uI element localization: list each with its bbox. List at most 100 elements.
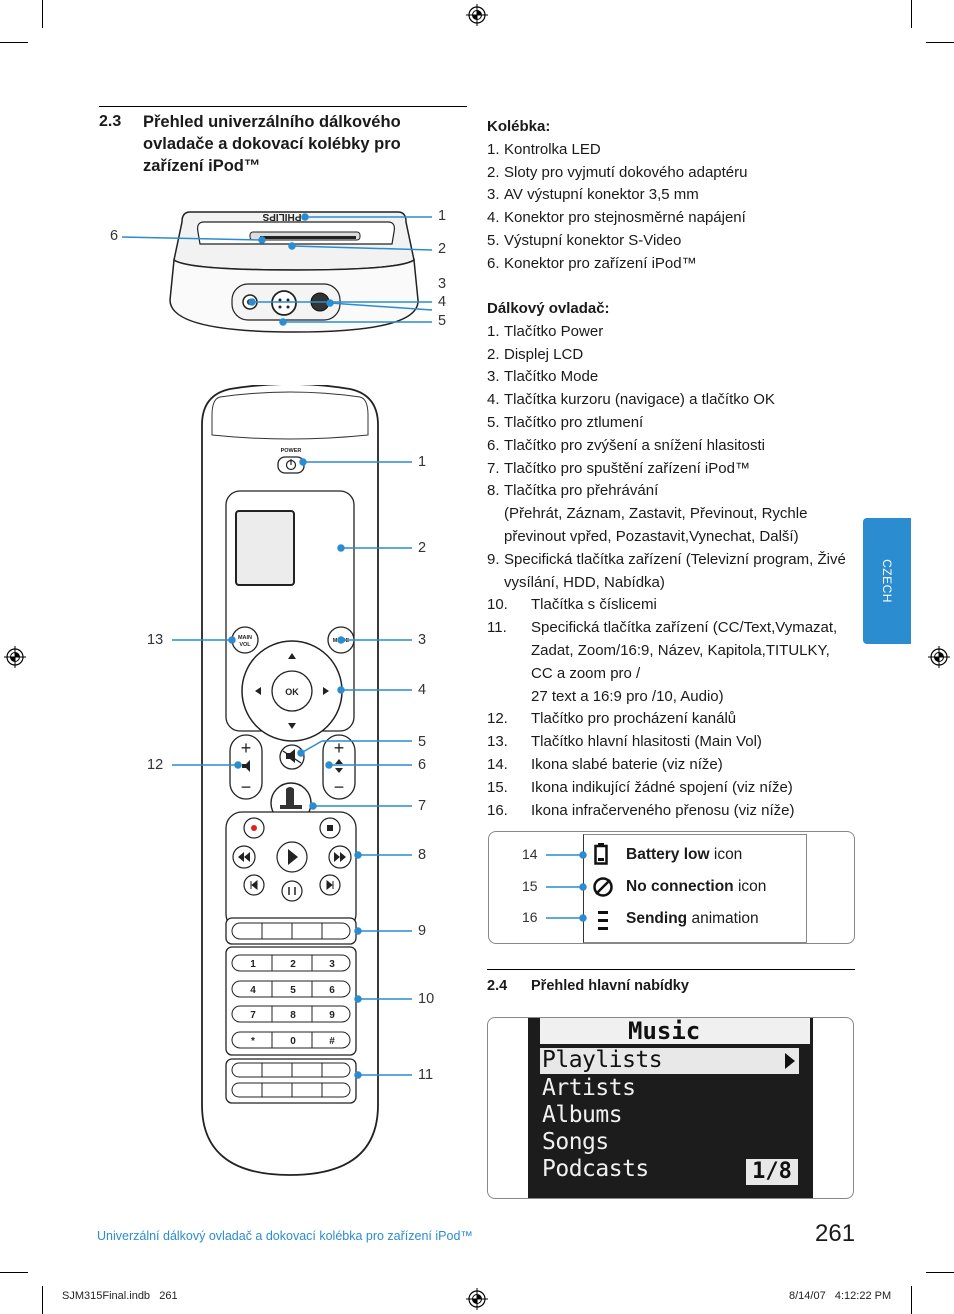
- callout-number: 1: [438, 208, 447, 224]
- key-star: *: [251, 1036, 255, 1047]
- menu-page-indicator: 1/8: [746, 1159, 798, 1185]
- status-icons-panel: [488, 831, 855, 944]
- callout-number: 1: [418, 454, 427, 470]
- key-hash: #: [329, 1036, 335, 1047]
- callout-number: 4: [438, 294, 447, 310]
- crop-mark: [911, 0, 912, 28]
- print-slug-file: SJM315Final.indb 261: [62, 1290, 178, 1302]
- power-label: POWER: [281, 448, 302, 454]
- list-item: 7.Tlačítko pro spuštění zařízení iPod™: [487, 459, 750, 477]
- menu-item-songs: Songs: [542, 1129, 609, 1155]
- menu-item-podcasts: Podcasts: [542, 1156, 649, 1182]
- callout-number: 16: [522, 909, 538, 925]
- registration-mark-icon: [4, 646, 26, 668]
- list-item: 13.Tlačítko hlavní hlasitosti (Main Vol): [487, 733, 762, 751]
- key-6: 6: [329, 985, 335, 996]
- menu-item-artists: Artists: [542, 1075, 636, 1101]
- list-item: 6.Konektor pro zařízení iPod™: [487, 254, 697, 272]
- print-slug-date: 8/14/07 4:12:22 PM: [789, 1290, 892, 1302]
- remote-parts-list: Dálkový ovladač: 1.Tlačítko Power 2.Disp…: [487, 298, 852, 822]
- icon-label: No connection icon: [626, 878, 767, 895]
- key-2: 2: [290, 959, 296, 970]
- svg-text:−: −: [241, 777, 252, 797]
- registration-mark-icon: [928, 646, 950, 668]
- svg-text:+: +: [334, 738, 345, 758]
- subsection-rule: [487, 969, 855, 970]
- list-item: převinout vpřed, Pozastavit,Vynechat, Da…: [504, 527, 799, 545]
- list-item: vysílání, HDD, Nabídka): [504, 573, 665, 591]
- battery-low-icon: [594, 843, 608, 865]
- chevron-right-icon: [785, 1053, 795, 1069]
- callout-number: 11: [418, 1067, 434, 1083]
- registration-mark-icon: [466, 1288, 488, 1310]
- svg-text:−: −: [334, 777, 345, 797]
- section-number: 2.3: [99, 113, 122, 130]
- remote-illustration: POWER MAIN VOL MODE OK + − + − 1 2 3 4 5…: [201, 385, 379, 1176]
- callout-number: 3: [438, 276, 447, 292]
- cradle-illustration: PHILIPS: [169, 211, 419, 333]
- menu-title: Music: [540, 1018, 810, 1044]
- list-item: 2.Sloty pro vyjmutí dokového adaptéru: [487, 163, 748, 181]
- list-item: 5.Tlačítko pro ztlumení: [487, 413, 644, 431]
- list-item: 2.Displej LCD: [487, 345, 584, 363]
- key-7: 7: [250, 1010, 256, 1021]
- crop-mark: [0, 42, 28, 43]
- language-tab: CZECH: [863, 518, 911, 644]
- svg-text:MAIN: MAIN: [238, 635, 252, 641]
- callout-number: 14: [522, 846, 538, 862]
- menu-selection-highlight: [540, 1048, 799, 1074]
- crop-mark: [926, 1272, 954, 1273]
- icon-label: Sending animation: [626, 910, 759, 927]
- no-connection-icon: [593, 877, 613, 897]
- list-item: 9.Specifická tlačítka zařízení (Televizn…: [487, 550, 846, 568]
- cradle-list-heading: Kolébka:: [487, 118, 551, 135]
- status-icons-display: [583, 834, 807, 943]
- icon-label: Battery low icon: [626, 846, 743, 863]
- page-number: 261: [815, 1220, 856, 1247]
- list-item: 11.Specifická tlačítka zařízení (CC/Text…: [487, 619, 838, 637]
- callout-number: 5: [418, 734, 427, 750]
- list-item: 4.Tlačítka kurzoru (navigace) a tlačítko…: [487, 391, 775, 409]
- callout-number: 8: [418, 847, 427, 863]
- list-item: 1.Kontrolka LED: [487, 140, 601, 158]
- main-menu-panel: [487, 1017, 854, 1199]
- list-item: 4.Konektor pro stejnosměrné napájení: [487, 209, 746, 227]
- callout-number: 6: [110, 228, 119, 244]
- callout-number: 10: [418, 991, 435, 1007]
- menu-item-albums: Albums: [542, 1102, 623, 1128]
- list-item: 5.Výstupní konektor S-Video: [487, 231, 682, 249]
- cradle-brand: PHILIPS: [262, 211, 301, 222]
- list-item: 8.Tlačítka pro přehrávání: [487, 482, 659, 500]
- list-item: Zadat, Zoom/16:9, Název, Kapitola,TITULK…: [531, 641, 830, 659]
- list-item: 10.Tlačítka s číslicemi: [487, 596, 657, 614]
- key-5: 5: [290, 985, 296, 996]
- list-item: CC a zoom pro /: [531, 664, 641, 682]
- list-item: 3.AV výstupní konektor 3,5 mm: [487, 186, 699, 204]
- callout-number: 5: [438, 313, 447, 329]
- crop-mark: [0, 1272, 28, 1273]
- callout-number: 15: [522, 878, 538, 894]
- list-item: 15.Ikona indikující žádné spojení (viz n…: [487, 778, 793, 796]
- key-9: 9: [329, 1010, 335, 1021]
- registration-mark-icon: [466, 4, 488, 26]
- callout-number: 4: [418, 682, 427, 698]
- crop-mark: [926, 42, 954, 43]
- sending-icon: [598, 911, 608, 930]
- key-4: 4: [250, 985, 256, 996]
- callout-number: 2: [438, 241, 447, 257]
- crop-mark: [911, 1286, 912, 1314]
- callout-number: 2: [418, 540, 427, 556]
- remote-list-heading: Dálkový ovladač:: [487, 300, 610, 317]
- list-item: 6.Tlačítko pro zvýšení a snížení hlasito…: [487, 436, 765, 454]
- svg-text:VOL: VOL: [239, 642, 251, 648]
- key-3: 3: [329, 959, 335, 970]
- section-rule: [99, 106, 467, 107]
- svg-text:+: +: [241, 738, 252, 758]
- list-item: 14.Ikona slabé baterie (viz níže): [487, 755, 723, 773]
- callout-number: 13: [147, 632, 164, 648]
- list-item: 16.Ikona infračerveného přenosu (viz níž…: [487, 801, 795, 819]
- list-item: 12.Tlačítko pro procházení kanálů: [487, 710, 737, 728]
- callout-number: 12: [147, 757, 164, 773]
- list-item: (Přehrát, Záznam, Zastavit, Převinout, R…: [504, 505, 808, 523]
